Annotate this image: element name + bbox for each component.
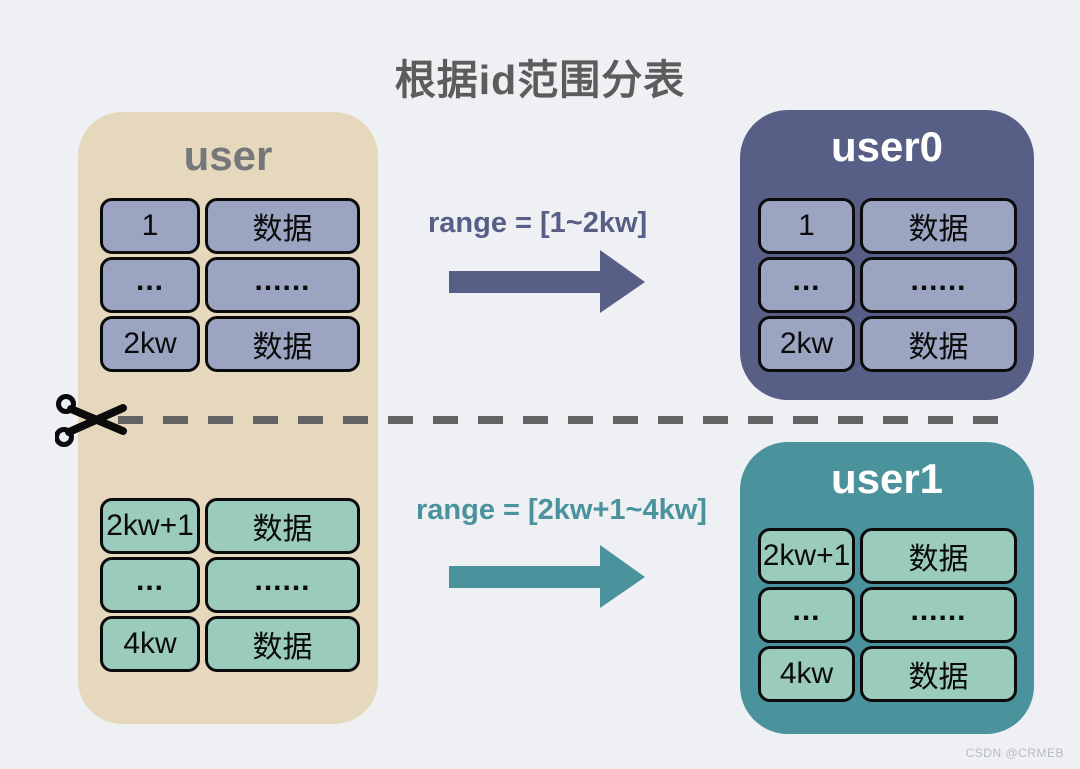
table-cell-data: 数据 [205, 498, 360, 554]
table-cell-data: ...... [205, 257, 360, 313]
table-cell-data: 数据 [205, 616, 360, 672]
table-cell-id: 2kw+1 [100, 498, 200, 554]
table-cell-id: ... [758, 257, 855, 313]
table-cell-id: 4kw [100, 616, 200, 672]
table-cell-id: ... [100, 557, 200, 613]
table-cell-data: ...... [205, 557, 360, 613]
source-table-name: user [183, 132, 273, 179]
arrow-right-icon [449, 250, 645, 313]
table-cell-id: 2kw [758, 316, 855, 372]
source-table-segment1: 2kw+1 数据 ... ...... 4kw 数据 [100, 498, 360, 672]
shard1-panel: user1 2kw+1 数据 ... ...... 4kw 数据 [740, 442, 1034, 734]
table-cell-id: 4kw [758, 646, 855, 702]
diagram-title: 根据id范围分表 [394, 57, 686, 103]
table-cell-id: 1 [100, 198, 200, 254]
range-label-shard0: range = [1~2kw] [428, 207, 648, 239]
table-cell-id: 2kw+1 [758, 528, 855, 584]
table-cell-id: ... [758, 587, 855, 643]
table-cell-data: ...... [860, 257, 1017, 313]
table-cell-id: 1 [758, 198, 855, 254]
shard0-panel: user0 1 数据 ... ...... 2kw 数据 [740, 110, 1034, 400]
arrow-right-icon [449, 545, 645, 608]
scissors-icon [55, 394, 127, 447]
shard1-table: 2kw+1 数据 ... ...... 4kw 数据 [758, 528, 1017, 702]
table-cell-data: 数据 [860, 646, 1017, 702]
source-table-segment0: 1 数据 ... ...... 2kw 数据 [100, 198, 360, 372]
table-cell-data: 数据 [205, 198, 360, 254]
table-cell-data: 数据 [860, 316, 1017, 372]
table-cell-data: 数据 [205, 316, 360, 372]
table-cell-data: 数据 [860, 198, 1017, 254]
watermark: CSDN @CRMEB [965, 746, 1064, 760]
table-cell-id: 2kw [100, 316, 200, 372]
shard1-table-name: user1 [830, 455, 944, 502]
range-label-shard1: range = [2kw+1~4kw] [416, 494, 707, 526]
shard0-table-name: user0 [830, 123, 944, 170]
table-cell-data: ...... [860, 587, 1017, 643]
table-cell-data: 数据 [860, 528, 1017, 584]
cut-line [118, 416, 1004, 424]
shard0-table: 1 数据 ... ...... 2kw 数据 [758, 198, 1017, 372]
table-cell-id: ... [100, 257, 200, 313]
